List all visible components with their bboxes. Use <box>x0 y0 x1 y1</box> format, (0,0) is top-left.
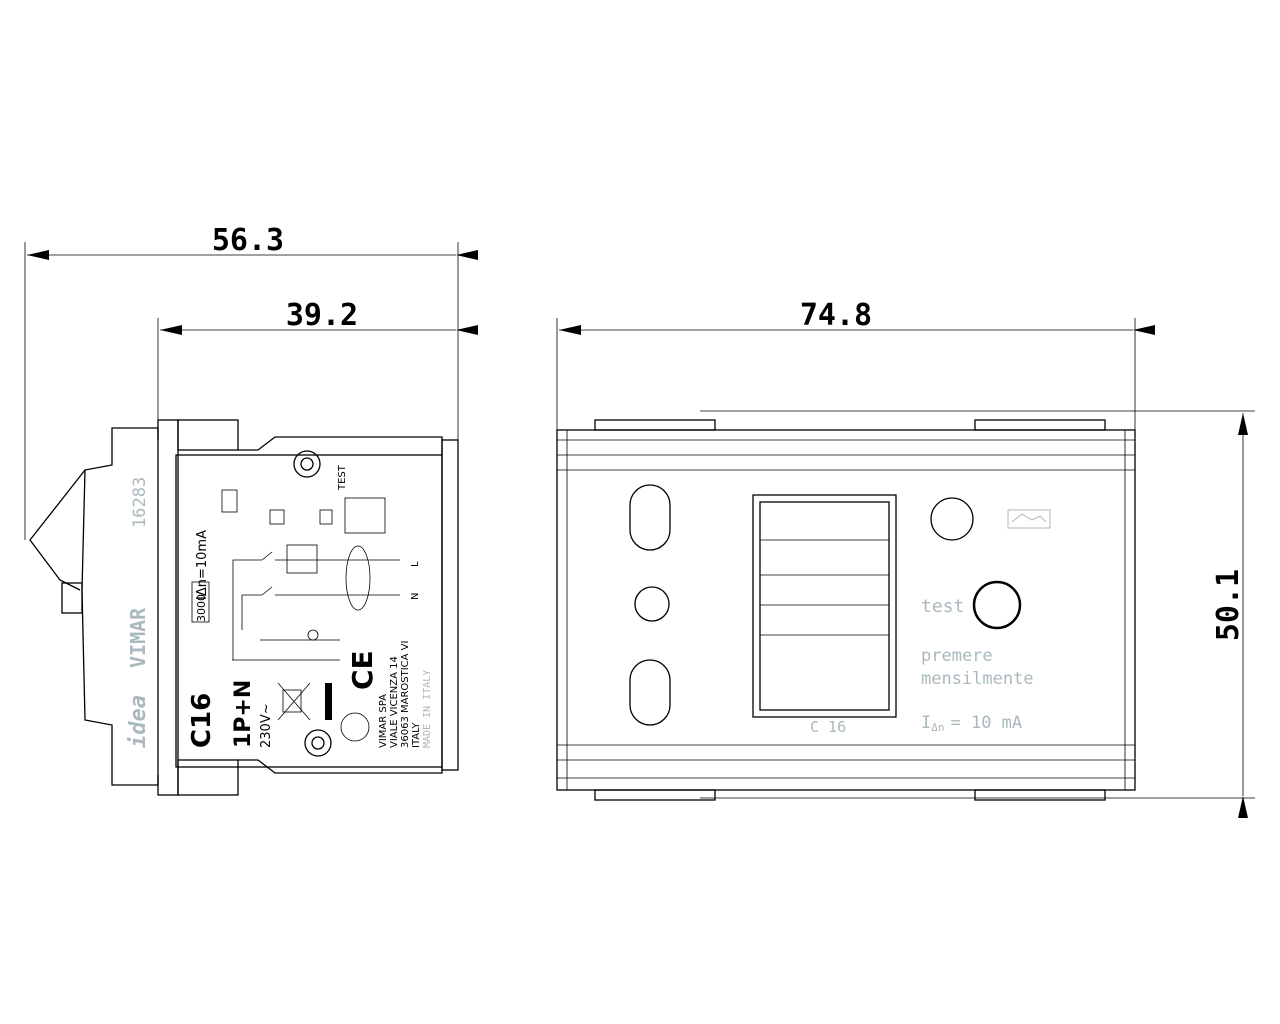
front-view: C 16 test premere mensilmente IΔn = 10 mA <box>556 419 1136 801</box>
address-line: VIALE VICENZA 14 <box>389 656 400 748</box>
weee-bin-icon <box>277 682 332 721</box>
wiring-schematic: TEST L N <box>232 464 421 661</box>
product-code: 16283 <box>130 477 150 528</box>
address-line: ITALY <box>411 722 422 748</box>
instruction-line2: mensilmente <box>921 669 1034 689</box>
side-view: idea VIMAR 16283 C16 1P+N 230V~ IΔn=10mA… <box>29 419 459 796</box>
dimension-body-depth: 39.2 <box>157 298 478 420</box>
address-line: 36063 MAROSTICA VI <box>400 641 411 748</box>
address-line: VIMAR SPA <box>378 694 389 748</box>
dimension-label-74-8: 74.8 <box>800 298 872 333</box>
main-toggle-lever[interactable] <box>752 494 897 718</box>
sensitivity-value: = 10 mA <box>951 713 1023 733</box>
poles-label: 1P+N <box>231 680 256 748</box>
rated-current-label: C16 <box>187 693 217 748</box>
dimension-label-56-3: 56.3 <box>212 223 284 258</box>
idea-logo: idea <box>126 695 151 748</box>
dimension-height: 50.1 <box>700 410 1255 818</box>
rating-label: C 16 <box>810 718 846 736</box>
dimension-overall-depth: 56.3 <box>24 223 478 540</box>
trip-indicator <box>930 497 974 541</box>
sensitivity-sub: Δn <box>931 721 944 734</box>
terminal-l-label: L <box>410 561 421 567</box>
test-label-side: TEST <box>337 464 348 491</box>
brand-label: VIMAR <box>126 607 150 668</box>
voltage-label: 230V~ <box>259 703 274 748</box>
instruction-line1: premere <box>921 646 993 666</box>
dimension-label-50-1: 50.1 <box>1211 569 1246 641</box>
sensitivity-prefix: I <box>921 713 931 733</box>
test-label: test <box>921 596 964 617</box>
test-button[interactable] <box>972 580 1022 630</box>
terminal-n-label: N <box>410 593 421 600</box>
ce-mark: CE <box>346 650 379 690</box>
breaking-capacity-label: 3000 <box>195 594 208 622</box>
dimension-label-39-2: 39.2 <box>286 298 358 333</box>
socket-holes <box>629 484 671 726</box>
sensitivity-label: IΔn=10mA <box>195 530 210 600</box>
manufacturer-address: VIMAR SPA VIALE VICENZA 14 36063 MAROSTI… <box>378 641 433 748</box>
dimension-width: 74.8 <box>556 298 1155 430</box>
sensitivity-front: IΔn = 10 mA <box>921 713 1022 734</box>
address-line: MADE IN ITALY <box>422 670 433 748</box>
rcd-symbol-icon <box>1007 509 1051 529</box>
rcd-type-symbol <box>221 489 238 513</box>
vimar-logo-icon <box>340 712 370 742</box>
